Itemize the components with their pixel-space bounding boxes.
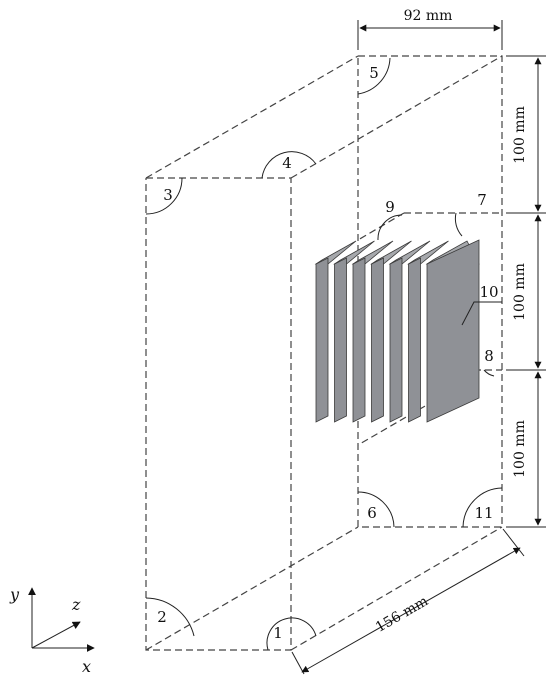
label-height-upper: 100 mm bbox=[512, 106, 528, 164]
edge-bottom-right bbox=[290, 526, 503, 651]
marker-7: 7 bbox=[477, 191, 487, 209]
arc-5 bbox=[357, 57, 391, 95]
edge-top-left bbox=[145, 55, 359, 179]
marker-4: 4 bbox=[282, 154, 292, 172]
angle-arcs bbox=[145, 57, 503, 651]
arc-2 bbox=[145, 597, 195, 637]
fin-face bbox=[408, 257, 421, 423]
label-width-top: 92 mm bbox=[404, 8, 453, 24]
arc-11 bbox=[462, 487, 503, 528]
marker-2: 2 bbox=[157, 608, 167, 626]
marker-3: 3 bbox=[163, 186, 173, 204]
marker-10: 10 bbox=[479, 283, 498, 301]
marker-9: 9 bbox=[385, 198, 395, 216]
label-height-middle: 100 mm bbox=[512, 263, 528, 321]
arc-8 bbox=[483, 369, 495, 377]
marker-8: 8 bbox=[484, 347, 494, 365]
fin-face bbox=[389, 257, 403, 423]
dim-depth bbox=[301, 547, 521, 673]
marker-5: 5 bbox=[369, 64, 379, 82]
arc-6 bbox=[357, 491, 395, 528]
fin-face bbox=[426, 239, 480, 423]
coordinate-axes: y z x bbox=[9, 585, 95, 676]
leader-10 bbox=[461, 301, 502, 326]
fin-block bbox=[314, 239, 480, 423]
fin-face bbox=[334, 257, 347, 423]
arc-3 bbox=[145, 177, 183, 215]
ext-depth-a bbox=[291, 651, 305, 675]
axis-z bbox=[31, 621, 81, 649]
front-face bbox=[145, 177, 292, 651]
arc-4 bbox=[261, 151, 317, 179]
arc-9 bbox=[377, 214, 403, 241]
marker-1: 1 bbox=[273, 624, 283, 642]
fin-face bbox=[371, 257, 384, 423]
marker-6: 6 bbox=[367, 504, 377, 522]
axis-z-label: z bbox=[71, 595, 81, 614]
axis-x-label: x bbox=[82, 657, 91, 676]
arc-7 bbox=[454, 212, 463, 237]
fin-face bbox=[315, 257, 329, 423]
fin-face bbox=[352, 257, 366, 423]
axis-y-label: y bbox=[9, 585, 20, 604]
marker-11: 11 bbox=[474, 504, 493, 522]
dimension-lines bbox=[291, 20, 546, 675]
label-height-lower: 100 mm bbox=[512, 420, 528, 478]
edge-top-right bbox=[290, 55, 503, 179]
edge-bottom-left bbox=[145, 526, 359, 651]
label-depth: 156 mm bbox=[373, 593, 431, 636]
